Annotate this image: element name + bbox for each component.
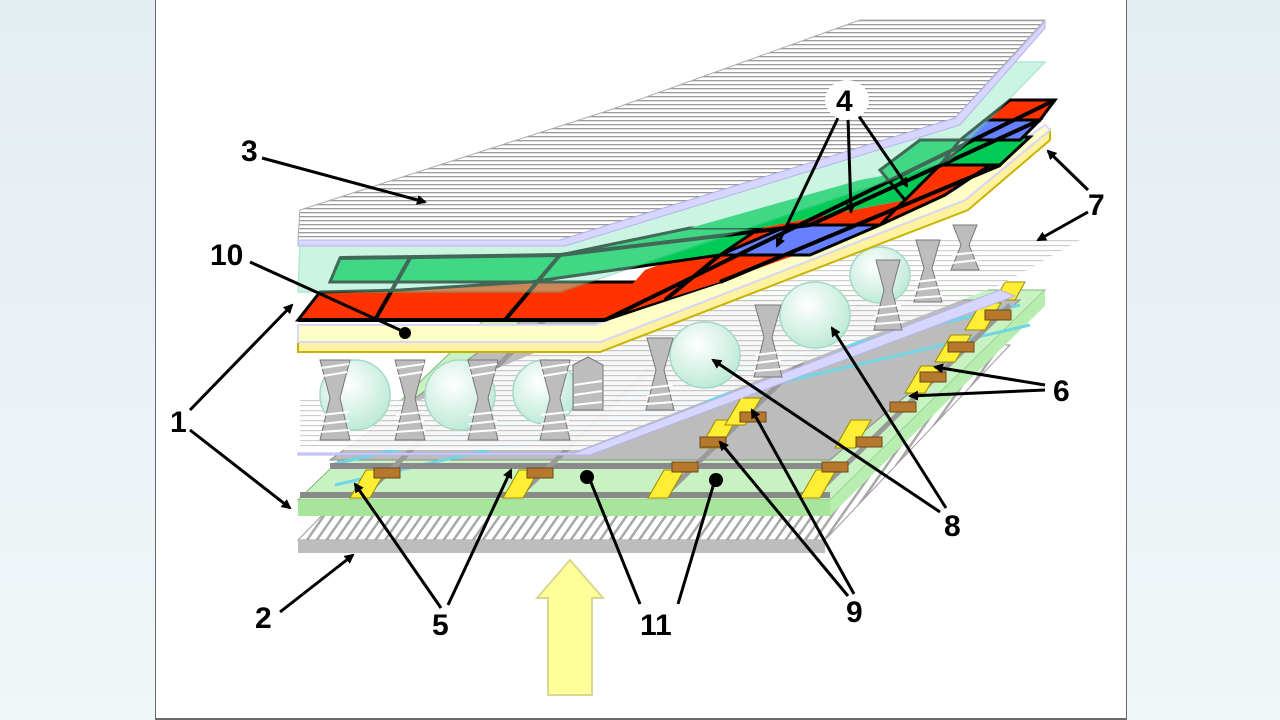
label-5: 5 [432,609,449,642]
label-7: 7 [1088,189,1105,222]
color-filter-layer [294,98,1058,322]
label-10: 10 [210,239,243,272]
label-4: 4 [836,85,853,118]
label-9: 9 [846,596,863,629]
label-2: 2 [255,602,272,635]
label-3: 3 [241,135,258,168]
label-11: 11 [640,609,672,642]
twisted-lc-molecules [319,224,980,441]
leader-lines [188,111,1090,614]
backlight-arrow [534,558,606,696]
label-1: 1 [170,406,187,439]
tft-transistors [349,281,1026,499]
label-8: 8 [944,510,961,543]
left-margin-panel [0,0,155,720]
top-polarizer-layer [297,19,1047,247]
right-margin-panel [1126,0,1280,720]
label-6: 6 [1053,375,1070,408]
